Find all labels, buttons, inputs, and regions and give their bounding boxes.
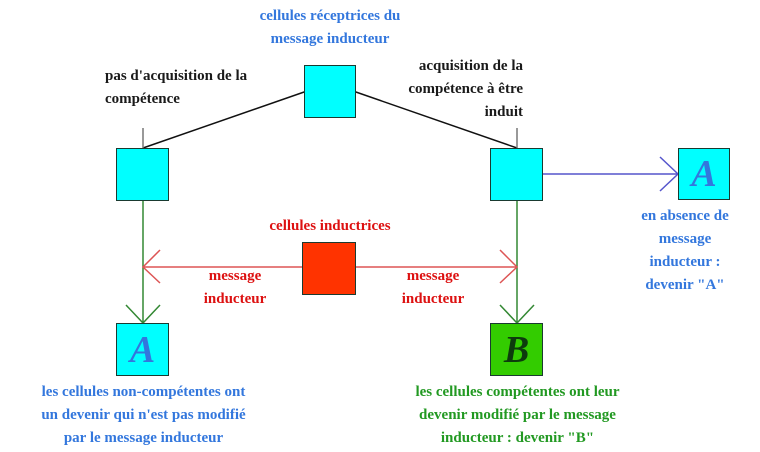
receptor-cell-box [304,65,356,118]
label-line: cellules réceptrices du [259,8,401,24]
competent-cell-box [490,148,543,201]
branch-line-right [352,90,518,149]
label-line: cellules inductrices [269,218,391,234]
label-line: inducteur [203,291,267,307]
label-line: pas d'acquisition de la [105,68,248,84]
branch-line-left [142,90,308,149]
arrowhead-message-right-icon [499,249,519,284]
label-line: devenir "A" [645,277,725,293]
inducer-cells-label: cellules inductrices [230,215,430,238]
message-right-label: message inducteur [388,265,478,311]
label-line: compétence à être [408,81,523,97]
label-line: les cellules non-compétentes ont [41,384,246,400]
non-competent-cell-box [116,148,169,201]
non-competent-fate-label: les cellules non-compétentes ont un deve… [0,381,287,450]
label-line: inducteur : devenir "B" [440,430,595,446]
label-line: par le message inducteur [63,430,224,446]
label-line: acquisition de la [418,58,523,74]
label-line: en absence de [641,208,729,224]
fate-a-right-letter: A [691,153,717,195]
label-line: message [208,268,262,284]
fate-a-left-letter: A [129,328,156,371]
arrowhead-message-left-icon [141,249,161,284]
absence-label: en absence de message inducteur : deveni… [610,205,760,297]
inducer-cell-box [302,242,356,295]
label-line: les cellules compétentes ont leur [415,384,620,400]
label-line: message inducteur [270,31,390,47]
label-line: inducteur [401,291,465,307]
label-line: message [658,231,712,247]
fate-a-right-box: A [678,148,730,200]
no-competence-label: pas d'acquisition de la compétence [105,65,247,111]
label-line: induit [484,104,523,120]
competent-fate-label: les cellules compétentes ont leur deveni… [375,381,660,450]
label-line: devenir modifié par le message [419,407,616,423]
fate-b-box: B [490,323,543,376]
label-line: un devenir qui n'est pas modifié [41,407,246,423]
label-line: message [406,268,460,284]
competence-label: acquisition de la compétence à être indu… [380,55,523,124]
label-line: inducteur : [649,254,721,270]
message-left-label: message inducteur [190,265,280,311]
fate-a-left-box: A [116,323,169,376]
receptor-cells-label: cellules réceptrices du message inducteu… [220,5,440,51]
label-line: compétence [105,91,180,107]
fate-b-letter: B [503,328,530,371]
